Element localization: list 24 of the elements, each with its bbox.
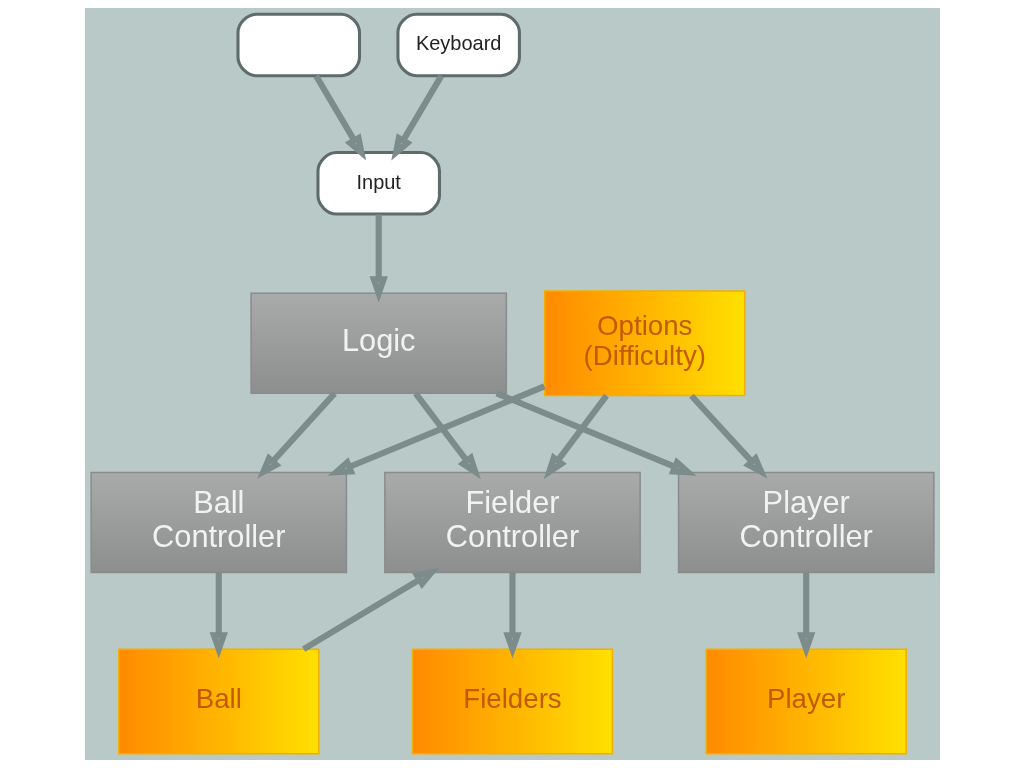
- node-box: Ball: [117, 648, 319, 755]
- arrow: [543, 393, 609, 480]
- arrow: [495, 390, 696, 476]
- arrow: [796, 572, 815, 659]
- node-box: Options (Difficulty): [543, 290, 745, 397]
- node-box: Player: [705, 648, 907, 755]
- arrow: [369, 214, 388, 303]
- arrow: [301, 567, 439, 652]
- arrow: [390, 74, 444, 161]
- node-box: Input: [315, 151, 441, 216]
- node-box: Fielder Controller: [383, 471, 641, 574]
- arrow: [256, 391, 337, 479]
- arrow: [327, 383, 546, 476]
- node-box: [235, 12, 361, 78]
- arrow: [502, 572, 522, 659]
- arrow: [412, 391, 481, 480]
- node-box: Keyboard: [395, 12, 521, 78]
- node-box: Fielders: [411, 648, 613, 755]
- arrow: [688, 393, 768, 479]
- node-box: Logic: [249, 292, 507, 394]
- arrow: [312, 74, 366, 161]
- node-box: Player Controller: [677, 471, 935, 574]
- node-box: Ball Controller: [89, 471, 347, 574]
- arrow: [209, 572, 228, 659]
